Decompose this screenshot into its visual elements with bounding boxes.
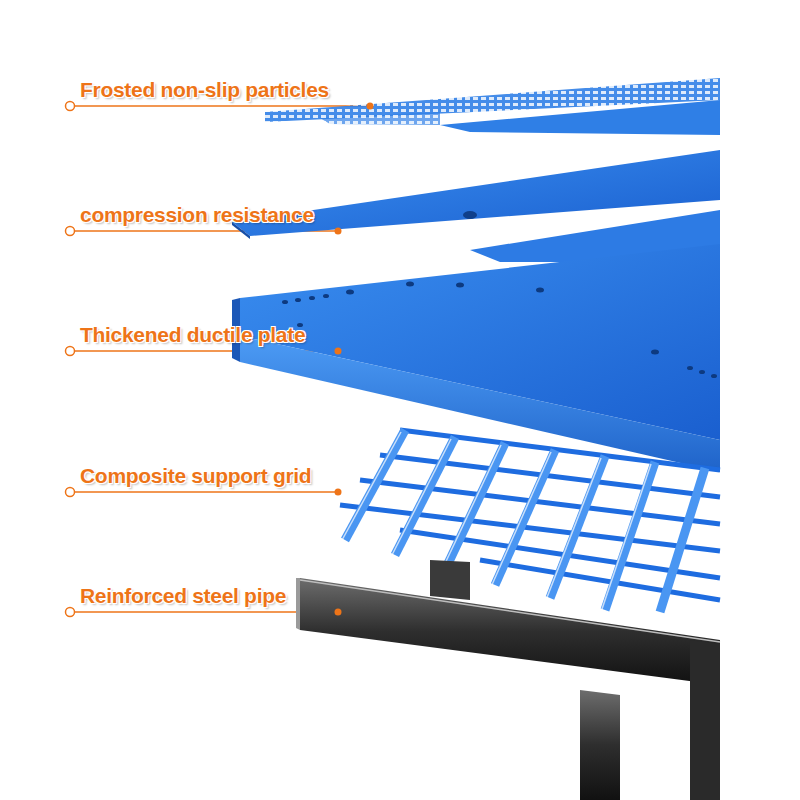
frosted-sheet (265, 78, 720, 135)
callout-label: compression resistance (80, 203, 314, 227)
callout-label: Composite support grid (80, 464, 311, 488)
ductile-plate (232, 244, 720, 472)
support-grid (340, 430, 720, 612)
callout-label: Reinforced steel pipe (80, 584, 286, 608)
callout-label: Thickened ductile plate (80, 323, 305, 347)
steel-frame (296, 560, 720, 800)
callout-label: Frosted non-slip particles (80, 78, 329, 102)
